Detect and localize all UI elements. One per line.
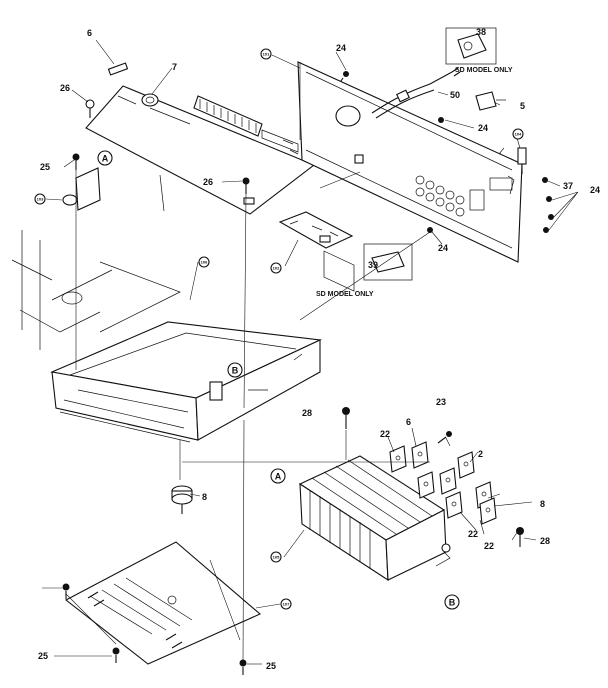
model-note-2: SD MODEL ONLY — [316, 291, 374, 298]
callout-24d: 24 — [438, 243, 448, 253]
code-105: 105 — [270, 551, 282, 563]
screw-side-4 — [543, 227, 549, 233]
ref-mark-b-top: B — [227, 362, 243, 378]
svg-text:105: 105 — [273, 555, 280, 560]
transistors — [389, 441, 497, 525]
svg-text:A: A — [275, 472, 282, 482]
leader-lines — [42, 39, 579, 665]
callout-22c: 22 — [484, 541, 494, 551]
callout-28a: 28 — [302, 408, 312, 418]
callout-22b: 22 — [468, 529, 478, 539]
callout-28b: 28 — [540, 536, 550, 546]
svg-text:104: 104 — [515, 132, 522, 137]
heat-sink — [298, 455, 451, 582]
jack-cluster — [415, 175, 513, 217]
screw-24d — [427, 227, 433, 233]
screw-24b — [438, 117, 444, 123]
power-cord — [371, 67, 461, 119]
svg-text:107: 107 — [283, 602, 290, 607]
screw-25a — [72, 153, 80, 170]
svg-text:101: 101 — [263, 52, 270, 57]
callout-labels: 6 7 26 25 26 24 38 SD MODEL ONLY 50 5 24… — [38, 27, 600, 671]
fuse-part — [107, 62, 129, 76]
model-note-1: SD MODEL ONLY — [455, 67, 513, 74]
callout-5: 5 — [520, 101, 525, 111]
bottom-plate — [64, 541, 262, 665]
svg-text:106: 106 — [201, 260, 208, 265]
screw-23 — [437, 431, 452, 444]
assembly-lines — [65, 62, 521, 665]
callout-25b: 25 — [38, 651, 48, 661]
ref-mark-b-bottom: B — [444, 594, 460, 610]
foot-8 — [171, 485, 193, 514]
small-board-102 — [278, 211, 354, 249]
code-101: 101 — [260, 48, 272, 60]
screw-side-1 — [542, 177, 548, 183]
sd-model-part-38 — [445, 27, 497, 65]
callout-26b: 26 — [203, 177, 213, 187]
code-107: 107 — [280, 598, 292, 610]
callout-22a: 22 — [380, 429, 390, 439]
callout-50: 50 — [450, 90, 460, 100]
screw-side-2 — [546, 196, 552, 202]
main-chassis — [11, 230, 322, 443]
callout-8b: 8 — [540, 499, 545, 509]
callout-6b: 6 — [406, 417, 411, 427]
screw-28b — [516, 527, 524, 547]
callout-39: 39 — [368, 260, 378, 270]
screw-26b — [242, 177, 250, 194]
callout-23: 23 — [436, 397, 446, 407]
svg-text:A: A — [102, 154, 109, 164]
callout-26a: 26 — [60, 83, 70, 93]
code-106: 106 — [198, 256, 210, 268]
callout-25c: 25 — [266, 661, 276, 671]
code-104: 104 — [512, 128, 524, 140]
svg-text:103: 103 — [37, 197, 44, 202]
screw-26a — [85, 99, 95, 118]
callout-38: 38 — [476, 27, 486, 37]
callout-7: 7 — [172, 62, 177, 72]
ref-mark-a-top: A — [97, 150, 113, 166]
screw-side-3 — [548, 214, 554, 220]
code-103: 103 — [34, 193, 46, 205]
part-code-marks: 101 104 103 102 106 105 107 — [34, 48, 524, 610]
svg-text:B: B — [449, 598, 456, 608]
rear-panel — [297, 61, 523, 292]
callout-24a: 24 — [336, 43, 346, 53]
callout-2: 2 — [478, 449, 483, 459]
callout-8a: 8 — [202, 492, 207, 502]
callout-37: 37 — [563, 181, 573, 191]
top-circuit-board — [85, 85, 316, 215]
screw-25b — [62, 583, 70, 599]
svg-text:B: B — [232, 366, 239, 376]
screws — [62, 71, 554, 675]
svg-text:102: 102 — [273, 266, 280, 271]
terminal-104 — [517, 147, 527, 174]
callout-6: 6 — [87, 28, 92, 38]
screw-25c — [112, 647, 120, 663]
part-5 — [475, 91, 506, 111]
callout-25a: 25 — [40, 162, 50, 172]
code-102: 102 — [270, 262, 282, 274]
screw-28a — [342, 407, 350, 429]
reference-marks: A B A B — [97, 150, 460, 610]
callout-24b: 24 — [478, 123, 488, 133]
callout-24c: 24 — [590, 185, 600, 195]
bracket-a — [62, 167, 101, 211]
sd-model-part-39 — [363, 243, 413, 281]
ref-mark-a-bottom: A — [270, 468, 286, 484]
